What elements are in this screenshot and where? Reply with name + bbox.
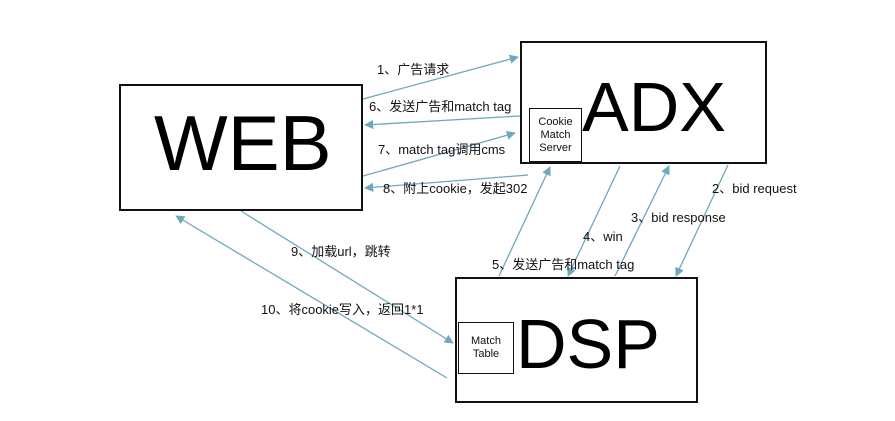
step-1-label: 1、广告请求: [377, 62, 450, 77]
step-7-label: 7、match tag调用cms: [378, 142, 506, 157]
cookie-match-server-box: Cookie Match Server: [529, 108, 582, 162]
arrow-step-5: [498, 166, 551, 277]
cookie-match-server-line2: Match: [540, 128, 571, 141]
cookie-match-server-line3: Server: [539, 141, 572, 154]
web-box: [119, 84, 363, 211]
arrow-step-1: [362, 54, 519, 100]
arrow-step-6: [364, 115, 521, 130]
step-9-label: 9、加载url，跳转: [291, 244, 391, 259]
step-2-label: 2、bid request: [712, 181, 797, 196]
web-title: WEB: [154, 99, 332, 187]
arrow-step-10: [175, 215, 448, 379]
arrow-step-8: [364, 174, 529, 192]
step-5-label: 5、发送广告和match tag: [492, 257, 635, 272]
step-4-label: 4、win: [583, 229, 623, 244]
match-table-box: Match Table: [458, 322, 514, 374]
step-10-label: 10、将cookie写入，返回1*1: [261, 302, 424, 317]
dsp-title: DSP: [516, 305, 660, 383]
step-3-label: 3、bid response: [631, 210, 726, 225]
adx-box: [520, 41, 767, 164]
arrow-step-4: [567, 165, 621, 277]
arrow-step-9: [240, 210, 454, 344]
arrow-step-2: [675, 164, 729, 277]
adx-title: ADX: [582, 68, 726, 146]
arrow-step-3: [614, 165, 670, 277]
match-table-line1: Match: [471, 335, 501, 347]
cookie-match-server-line1: Cookie: [538, 115, 573, 128]
match-table-line2: Table: [472, 348, 500, 360]
step-8-label: 8、附上cookie，发起302: [383, 181, 528, 196]
dsp-box: [455, 277, 698, 403]
step-6-label: 6、发送广告和match tag: [369, 99, 512, 114]
arrow-step-7: [362, 130, 516, 177]
